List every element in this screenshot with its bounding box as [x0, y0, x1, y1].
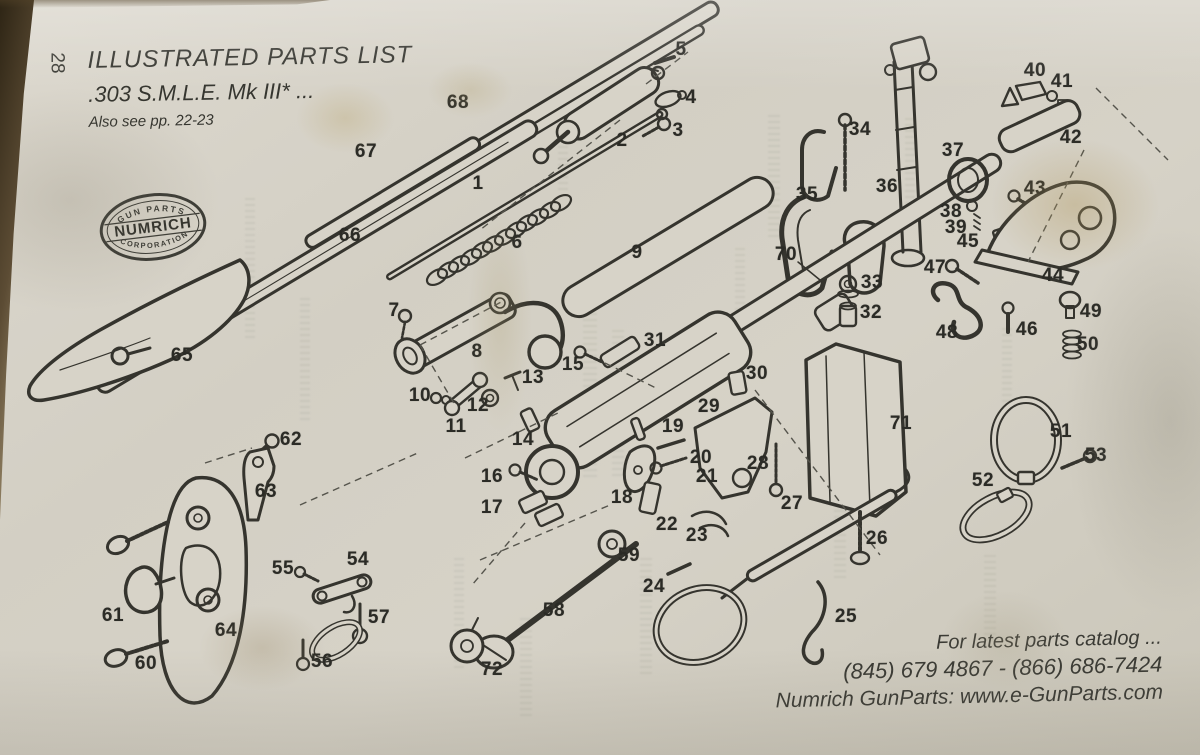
part-number-51: 51 [1049, 421, 1073, 442]
part-number-53: 53 [1084, 445, 1108, 466]
part-number-52: 52 [971, 470, 995, 491]
part-number-70: 70 [774, 244, 798, 265]
part-number-23: 23 [685, 525, 709, 546]
part-number-48: 48 [935, 322, 959, 343]
part-number-54: 54 [346, 549, 370, 570]
part-number-40: 40 [1023, 60, 1047, 81]
part-number-1: 1 [472, 173, 484, 194]
photo-edge-left [0, 0, 34, 520]
part-number-25: 25 [834, 606, 858, 627]
part-number-45: 45 [956, 231, 980, 252]
part-number-62: 62 [279, 429, 303, 450]
part-number-30: 30 [745, 363, 769, 384]
part-number-11: 11 [445, 416, 467, 437]
part-number-63: 63 [254, 481, 278, 502]
part-number-56: 56 [310, 651, 334, 672]
page-title: ILLUSTRATED PARTS LIST [87, 41, 413, 74]
muzzle-socket-art [930, 80, 1117, 360]
part-number-28: 28 [746, 453, 770, 474]
part-number-67: 67 [354, 141, 378, 162]
part-number-29: 29 [697, 396, 721, 417]
part-number-19: 19 [661, 416, 685, 437]
rod-and-spring-art [386, 107, 775, 319]
part-number-38: 38 [939, 201, 963, 222]
page-subtitle: .303 S.M.L.E. Mk III* ... [87, 77, 315, 107]
part-number-2: 2 [616, 130, 628, 151]
part-number-42: 42 [1059, 127, 1083, 148]
part-number-4: 4 [685, 87, 697, 108]
page-number: 28 [46, 52, 68, 74]
part-number-27: 27 [780, 493, 804, 514]
part-number-12: 12 [466, 395, 490, 416]
part-number-49: 49 [1079, 301, 1103, 322]
guide-lines [204, 51, 1169, 586]
part-number-5: 5 [675, 39, 687, 60]
part-number-8: 8 [471, 341, 483, 362]
part-number-33: 33 [860, 272, 884, 293]
part-number-37: 37 [941, 140, 965, 161]
part-number-55: 55 [271, 558, 295, 579]
barrel-receiver-art [524, 152, 1003, 500]
catalog-contact-footer: For latest parts catalog ... (845) 679 4… [774, 626, 1163, 715]
part-number-10: 10 [408, 385, 432, 406]
part-number-68: 68 [446, 92, 470, 113]
part-number-43: 43 [1023, 178, 1047, 199]
part-number-50: 50 [1076, 334, 1100, 355]
part-number-7: 7 [388, 300, 400, 321]
part-number-41: 41 [1050, 71, 1074, 92]
trigger-group-art [449, 416, 730, 670]
part-number-20: 20 [689, 447, 713, 468]
part-number-21: 21 [695, 466, 719, 487]
part-number-60: 60 [134, 653, 158, 674]
part-number-44: 44 [1041, 265, 1065, 286]
part-number-32: 32 [859, 302, 883, 323]
part-number-15: 15 [561, 354, 585, 375]
rear-sight-art [779, 35, 938, 298]
part-number-64: 64 [214, 620, 238, 641]
part-number-26: 26 [865, 528, 889, 549]
part-number-6: 6 [511, 232, 523, 253]
part-number-34: 34 [848, 119, 872, 140]
part-number-65: 65 [170, 345, 194, 366]
bolthead-parts-art [393, 291, 604, 433]
part-number-22: 22 [655, 514, 679, 535]
photo-edge-top [0, 0, 330, 8]
part-number-47: 47 [923, 257, 947, 278]
part-number-35: 35 [795, 184, 819, 205]
magazine-art [693, 274, 908, 518]
part-number-46: 46 [1015, 319, 1039, 340]
part-number-57: 57 [367, 607, 391, 628]
part-number-36: 36 [875, 176, 899, 197]
part-number-24: 24 [642, 576, 666, 597]
part-number-18: 18 [610, 487, 634, 508]
part-number-31: 31 [643, 330, 667, 351]
part-number-66: 66 [338, 225, 362, 246]
part-number-39: 39 [944, 217, 968, 238]
part-number-58: 58 [542, 600, 566, 621]
sling-swivels-art [959, 396, 1098, 544]
part-number-71: 71 [889, 413, 913, 434]
band-bracket-art [293, 565, 373, 672]
part-number-9: 9 [631, 242, 643, 263]
bolt-assembly-art [532, 55, 687, 165]
part-number-61: 61 [101, 605, 125, 626]
butt-stock-art [27, 258, 251, 403]
page-header: ILLUSTRATED PARTS LIST .303 S.M.L.E. Mk … [87, 41, 413, 131]
part-number-17: 17 [480, 497, 504, 518]
part-number-14: 14 [511, 429, 535, 450]
part-number-3: 3 [672, 120, 684, 141]
part-number-16: 16 [480, 466, 504, 487]
part-number-13: 13 [521, 367, 545, 388]
part-number-59: 59 [617, 545, 641, 566]
see-also-note: Also see pp. 22-23 [88, 111, 214, 131]
numrich-logo: GUN PARTS NUMRICH CORPORATION [99, 193, 207, 261]
part-number-72: 72 [480, 659, 504, 680]
butt-plate-art [103, 433, 280, 705]
